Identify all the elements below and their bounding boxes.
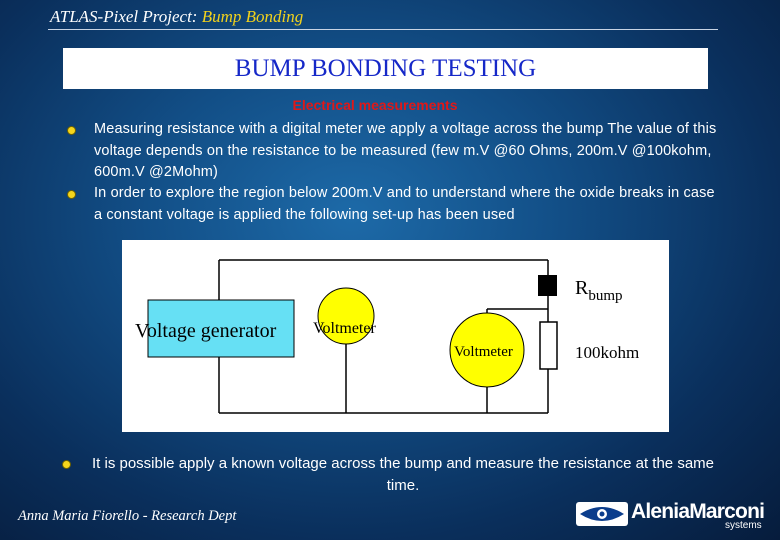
r-subscript: bump: [588, 288, 622, 304]
logo-sub: systems: [725, 520, 762, 531]
resistor-value-label: 100kohm: [575, 343, 639, 362]
eye-logo-icon: [576, 502, 628, 526]
footer-author: Anna Maria Fiorello - Research Dept: [18, 508, 237, 524]
voltmeter-1-circle: [317, 287, 375, 345]
resistor-symbol: [539, 321, 558, 370]
logo-name: AleniaMarconi: [631, 500, 765, 523]
voltmeter-1-label: Voltmeter: [313, 320, 376, 337]
header-prefix: ATLAS-Pixel Project:: [50, 7, 198, 26]
voltmeter-2-label: Voltmeter: [454, 344, 513, 360]
bullet-text-1: Measuring resistance with a digital mete…: [94, 121, 717, 180]
header-title: ATLAS-Pixel Project: Bump Bonding: [50, 7, 303, 27]
header-divider: [48, 29, 718, 30]
r-label: R: [575, 277, 589, 299]
header-project: Bump Bonding: [201, 7, 304, 26]
bullet-text-2: In order to explore the region below 200…: [94, 185, 715, 223]
slide-subtitle: Electrical measurements: [292, 97, 458, 113]
slide-title: BUMP BONDING TESTING: [234, 55, 537, 82]
conclusion-text: It is possible apply a known voltage acr…: [91, 455, 714, 494]
bump-square: [538, 275, 557, 296]
bullet-dot-icon: [67, 126, 76, 135]
bullet-dot-icon: [62, 460, 71, 469]
voltage-generator-label: Voltage generator: [135, 320, 277, 342]
voltmeter-2-circle: [449, 312, 525, 388]
bullet-dot-icon: [67, 190, 76, 199]
voltage-generator-box: [147, 299, 295, 358]
company-logo: AleniaMarconi systems: [576, 497, 772, 533]
circuit-diagram: Voltage generator Voltmeter Voltmeter Rb…: [122, 240, 669, 432]
title-box: BUMP BONDING TESTING: [63, 48, 708, 89]
r-bump-label: Rbump: [575, 277, 623, 304]
